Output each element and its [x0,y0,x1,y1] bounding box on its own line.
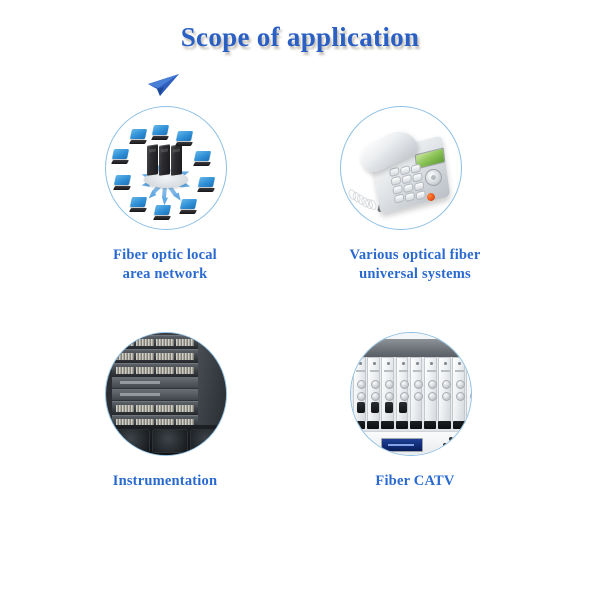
card-fiber-catv[interactable]: Fiber CATV [285,320,545,540]
computer-node-icon [113,175,132,191]
chassis-port-blade [112,401,198,415]
card-instrumentation[interactable]: Instrumentation [35,320,295,540]
catv-module [438,357,452,423]
catv-module [395,357,409,423]
computer-node-icon [179,199,198,215]
image-circle-frame [350,332,472,456]
chassis-supervisor-module [112,389,198,400]
card-various-optical-fiber-universal-systems[interactable]: Various optical fiber universal systems [285,98,545,318]
chassis-port-blade [112,335,198,349]
catv-directional-keypad [443,437,459,453]
catv-slot-row [351,421,471,431]
catv-module [367,357,381,423]
image-circle-frame [340,106,462,230]
catv-module [452,357,466,423]
caption-line: Fiber CATV [375,473,455,489]
rack-chassis-photo [106,333,226,455]
computer-node-icon [151,125,170,141]
caption-line: universal systems [359,266,471,282]
catv-module-row [351,357,471,423]
computer-node-icon [129,197,148,213]
computer-node-icon [153,205,172,221]
computer-node-icon [129,129,148,145]
computer-node-icon [197,177,216,193]
caption-line: Instrumentation [112,473,218,489]
catv-module [466,357,471,423]
chassis-supervisor-module [112,377,198,388]
server-base [144,171,188,188]
catv-module [353,357,366,423]
catv-top-shelf [351,339,471,357]
catv-module [381,357,395,423]
catv-lcd-display [381,438,423,452]
catv-control-panel [351,431,471,455]
card-fiber-optic-local-area-network[interactable]: Fiber optic local area network [35,98,295,318]
caption-line: area network [122,266,208,282]
paper-plane-icon [146,72,180,98]
image-circle-frame [105,332,227,456]
caption-line: Various optical fiber [349,247,481,263]
card-caption: Fiber CATV [285,472,545,491]
application-grid: Fiber optic local area network [0,98,600,548]
telephone-keypad [389,160,426,205]
image-circle-frame [105,106,227,230]
card-caption: Fiber optic local area network [35,246,295,284]
chassis-fan-tray [106,425,226,455]
computer-node-icon [111,149,130,165]
catv-module [423,357,437,423]
desk-telephone-photo [341,107,461,229]
network-topology-illustration [106,107,226,229]
server-stack-icon [147,144,187,179]
card-caption: Various optical fiber universal systems [285,246,545,284]
caption-line: Fiber optic local [113,247,217,263]
catv-module [409,357,423,423]
computer-node-icon [193,151,212,167]
card-caption: Instrumentation [35,472,295,491]
chassis-port-blade [112,363,198,377]
catv-rack-photo [351,333,471,455]
chassis-port-blade [112,349,198,363]
page-title: Scope of application [180,22,420,52]
computer-node-icon [175,131,194,147]
header: Scope of application [0,22,600,96]
